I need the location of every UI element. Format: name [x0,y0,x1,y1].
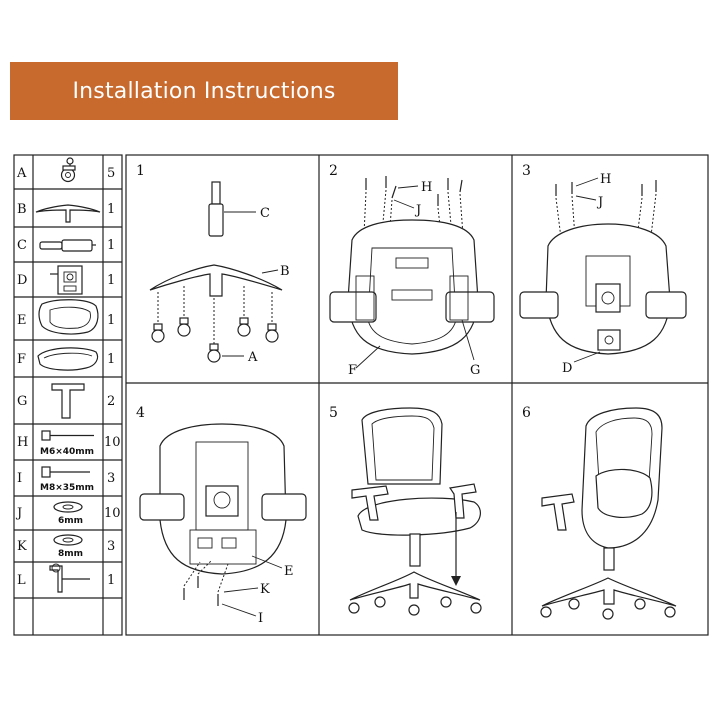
washer-6mm-icon: 6mm [53,501,83,526]
step-3-number: 3 [522,163,531,179]
base-icon [35,204,101,223]
seat-frame-icon [38,299,99,335]
washer-8mm-spec: 8mm [58,549,83,559]
step-6-number: 6 [522,405,531,421]
title-banner: Installation Instructions [10,62,398,120]
gas-lift-icon [39,239,96,252]
step-4-label-e: E [284,564,294,579]
bolt-m6-spec: M6×40mm [40,447,94,457]
washer-8mm-icon: 8mm [53,534,83,559]
part-letter-g: G [17,394,27,409]
part-qty-f: 1 [107,352,115,367]
part-qty-g: 2 [107,394,115,409]
step-3-label-j: J [596,195,603,210]
step-3-panel: 3 H J D [519,163,687,376]
part-letter-b: B [17,202,27,217]
part-letter-c: C [17,238,27,253]
steps-grid [125,154,709,636]
part-letter-a: A [16,166,27,181]
step-2-panel: 2 H J F G [329,163,495,378]
step-1-label-c: C [260,206,270,221]
page-title: Installation Instructions [72,78,336,104]
part-qty-b: 1 [107,202,115,217]
mechanism-plate-icon [50,265,83,295]
step-4-label-k: K [260,582,270,597]
part-letter-l: L [17,573,26,588]
step-2-label-g: G [470,363,480,378]
step-1-panel: 1 C B A [136,163,290,365]
part-qty-l: 1 [107,573,115,588]
part-letter-j: J [15,506,22,521]
part-letter-i: I [17,471,22,486]
parts-table: A B C D E F G H I J K L 5 1 1 1 1 1 2 10… [13,154,123,636]
bolt-m8-spec: M8×35mm [40,483,94,493]
part-qty-a: 5 [107,166,115,181]
part-qty-k: 3 [107,539,115,554]
step-2-number: 2 [329,163,338,179]
hex-key-icon [49,563,90,593]
step-4-panel: 4 E K I [136,405,307,626]
part-letter-f: F [17,352,26,367]
washer-6mm-spec: 6mm [58,516,83,526]
part-qty-c: 1 [107,238,115,253]
step-5-number: 5 [329,405,338,421]
part-letter-e: E [17,313,27,328]
bolt-m8-icon: M8×35mm [40,466,94,493]
part-letter-k: K [17,539,27,554]
armrest-icon [51,383,85,419]
part-qty-e: 1 [107,313,115,328]
step-5-panel: 5 [329,405,482,616]
part-qty-h: 10 [104,435,121,450]
caster-icon [60,157,76,183]
step-1-label-b: B [280,264,290,279]
bolt-m6-icon: M6×40mm [40,430,94,457]
seat-cushion-icon [37,347,99,371]
step-1-label-a: A [247,350,258,365]
step-1-number: 1 [136,163,145,179]
step-3-label-h: H [600,172,611,187]
step-3-label-d: D [562,361,572,376]
step-2-label-f: F [348,363,357,378]
part-qty-i: 3 [107,471,115,486]
part-letter-h: H [17,435,28,450]
step-2-label-j: J [414,203,421,218]
part-letter-d: D [17,273,27,288]
part-qty-d: 1 [107,273,115,288]
part-qty-j: 10 [104,506,121,521]
step-6-panel: 6 [522,405,677,620]
step-2-label-h: H [421,180,432,195]
step-4-number: 4 [136,405,145,421]
step-4-label-i: I [258,611,263,626]
